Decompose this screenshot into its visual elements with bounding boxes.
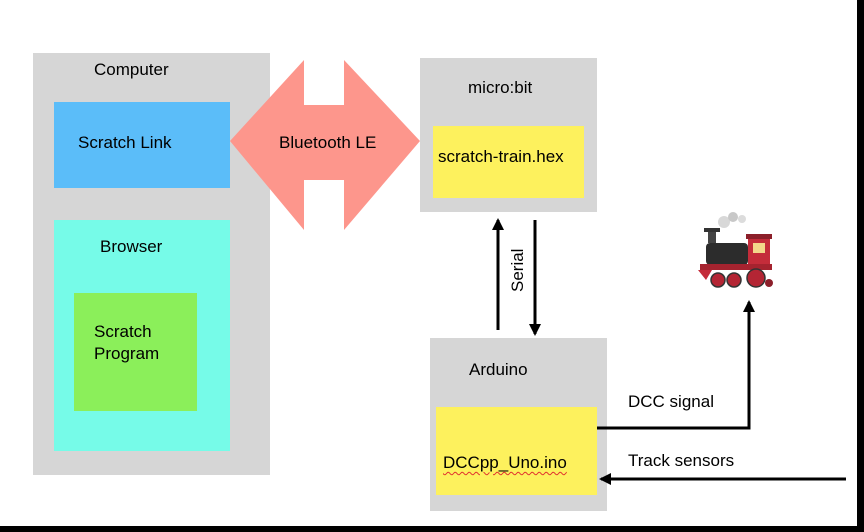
track-sensors-label: Track sensors [628,451,735,470]
locomotive-icon [698,212,773,288]
scratch-program-label-line2: Program [94,344,160,363]
microbit-label: micro:bit [468,78,533,97]
computer-label: Computer [94,60,169,79]
arduino-label: Arduino [469,360,528,379]
scratch-link-label: Scratch Link [78,133,172,152]
hex-file-label: scratch-train.hex [438,147,564,166]
bluetooth-label: Bluetooth LE [279,133,377,152]
serial-label: Serial [508,248,527,292]
scratch-program-label-line1: Scratch [94,322,152,341]
ino-file-box [436,407,597,495]
dcc-signal-label: DCC signal [628,392,714,411]
scratch-link-box [54,102,230,188]
ino-file-label: DCCpp_Uno.ino [443,453,567,472]
dcc-signal-connector [597,300,755,430]
hex-file-box [433,126,584,198]
bluetooth-double-arrow [230,60,420,230]
browser-label: Browser [100,237,163,256]
scratch-program-box [74,293,197,411]
